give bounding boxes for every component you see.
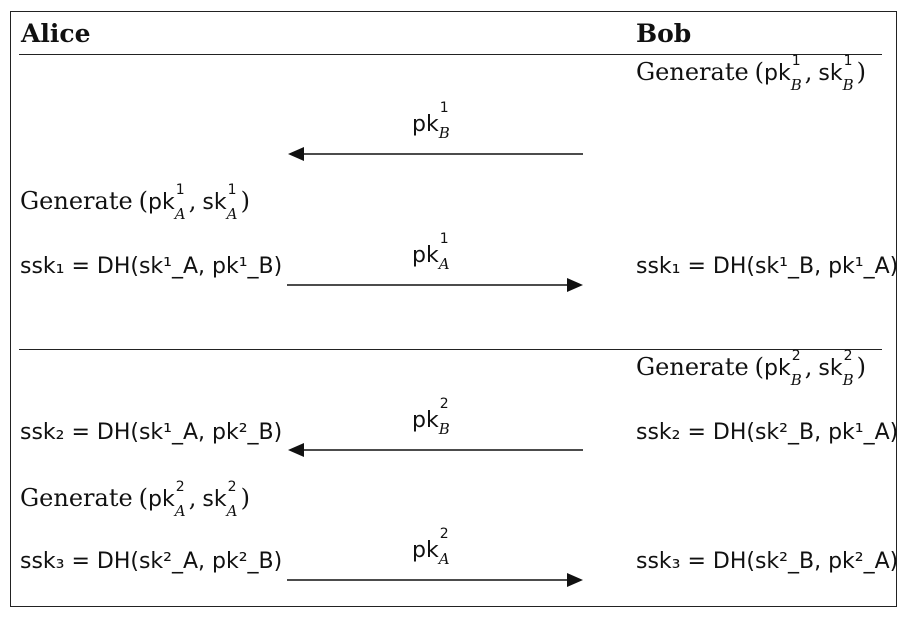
alice-ssk1: ssk₁ = DH(sk¹_A, pk¹_B) <box>20 254 283 279</box>
bob-ssk1: ssk₁ = DH(sk¹_B, pk¹_A) <box>636 254 899 279</box>
bob-ssk3: ssk₃ = DH(sk²_B, pk²_A) <box>636 549 899 574</box>
arrow-alice-to-bob-2 <box>287 573 583 587</box>
protocol-frame <box>10 11 897 607</box>
alice-ssk3: ssk₃ = DH(sk²_A, pk²_B) <box>20 549 283 574</box>
arrow-alice-to-bob-1 <box>287 278 583 292</box>
arrow-bob-to-alice-1 <box>288 147 583 161</box>
alice-header: Alice <box>21 19 91 48</box>
alice-ssk2: ssk₂ = DH(sk¹_A, pk²_B) <box>20 420 283 445</box>
bob-header: Bob <box>636 19 692 48</box>
arrow-bob-to-alice-2 <box>288 443 583 457</box>
bob-ssk2: ssk₂ = DH(sk²_B, pk¹_A) <box>636 420 899 445</box>
phase-divider <box>19 349 882 350</box>
header-rule <box>19 54 882 55</box>
